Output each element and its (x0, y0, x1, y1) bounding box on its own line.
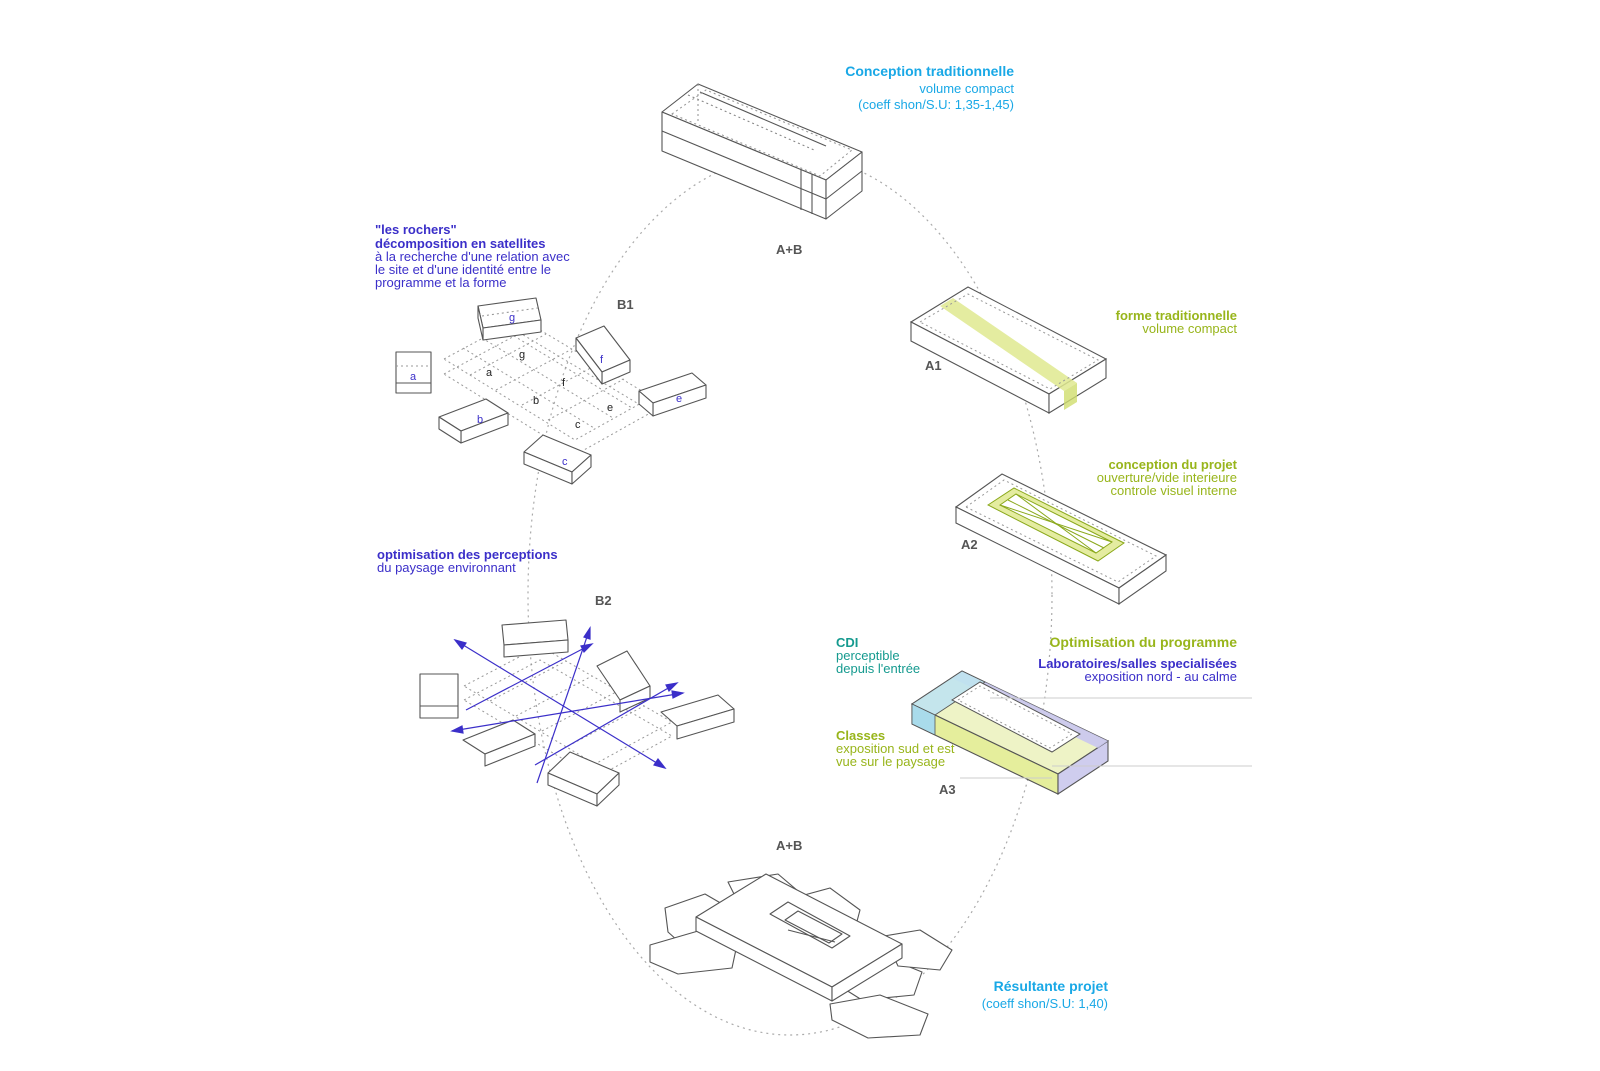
b1-grid-a: a (486, 367, 493, 379)
top-compact-volume (661, 83, 863, 220)
a3-cdi-line1: perceptible (836, 648, 900, 663)
b2-view-arrows (450, 626, 685, 784)
a3-heading: Optimisation du programme (1049, 634, 1237, 650)
a1-tag: A1 (925, 358, 942, 373)
a3-classes-line1: exposition sud et est (836, 741, 955, 756)
bottom-tag: A+B (776, 838, 803, 853)
a1-title: forme traditionnelle (1115, 308, 1237, 323)
b2-tag: B2 (595, 593, 612, 608)
a2-volume (954, 473, 1168, 606)
a3-cdi-title: CDI (836, 635, 859, 650)
b1-desc3: programme et la forme (375, 275, 507, 290)
b1-block-f: f (600, 354, 604, 366)
a2-desc1: ouverture/vide interieure (1096, 470, 1237, 485)
top-line1: volume compact (919, 81, 1014, 96)
b1-title1: "les rochers" (375, 222, 457, 237)
bottom-project-volume (649, 873, 953, 1039)
a3-tag: A3 (939, 782, 956, 797)
a3-classes-title: Classes (836, 728, 886, 743)
a3-cdi-line2: depuis l'entrée (836, 661, 921, 676)
b1-block-e: e (676, 393, 683, 405)
b1-grid-f: f (562, 377, 566, 389)
b1-title2: décomposition en satellites (375, 236, 546, 251)
bottom-title: Résultante projet (993, 978, 1108, 994)
b2-desc: du paysage environnant (377, 560, 516, 575)
b1-block-c: c (562, 456, 568, 468)
a3-volume (910, 670, 1252, 796)
a2-tag: A2 (961, 537, 978, 552)
b2-dotted-grid (462, 645, 674, 779)
a2-title: conception du projet (1108, 457, 1237, 472)
b1-grid-e: e (607, 402, 614, 414)
b1-block-b: b (477, 414, 484, 426)
b2-title: optimisation des perceptions (377, 547, 558, 562)
top-line2: (coeff shon/S.U: 1,35-1,45) (858, 97, 1014, 112)
b1-satellite-blocks (395, 297, 707, 485)
top-tag: A+B (776, 242, 803, 257)
b1-block-a: a (410, 371, 417, 383)
a2-desc2: controle visuel interne (1110, 483, 1237, 498)
b1-desc2: le site et d'une identité entre le (375, 262, 551, 277)
b1-tag: B1 (617, 297, 634, 312)
b1-grid-b: b (533, 395, 540, 407)
b1-grid-c: c (575, 419, 581, 431)
a1-desc: volume compact (1142, 321, 1237, 336)
a3-labo-desc: exposition nord - au calme (1084, 669, 1237, 684)
bottom-line: (coeff shon/S.U: 1,40) (981, 996, 1108, 1011)
b1-grid-g: g (519, 349, 526, 361)
b1-desc1: à la recherche d'une relation avec (375, 249, 570, 264)
top-title: Conception traditionnelle (845, 63, 1014, 79)
a1-volume (909, 286, 1108, 414)
b2-satellite-blocks (419, 619, 735, 807)
b1-block-g: g (509, 312, 516, 324)
a3-classes-line2: vue sur le paysage (836, 754, 946, 769)
a3-labo-title: Laboratoires/salles specialisées (1038, 656, 1237, 671)
